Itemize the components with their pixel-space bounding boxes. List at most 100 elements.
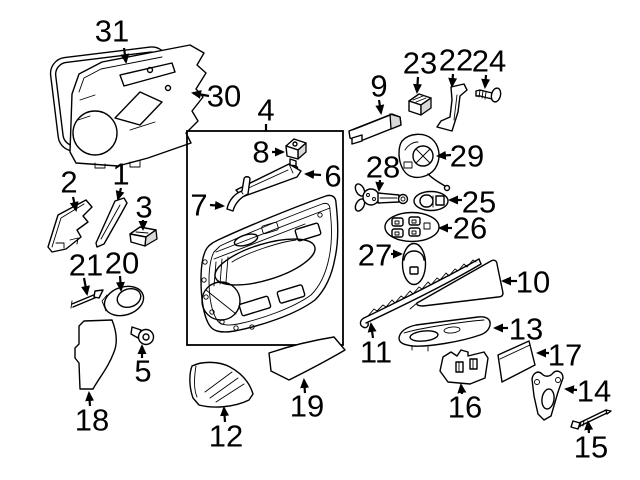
callout-30-arrow (191, 90, 210, 99)
part-21-drawing (70, 289, 104, 309)
part-4-door-trim-panel-drawing (200, 194, 339, 333)
callout-16: 16 (448, 383, 482, 425)
callout-10: 10 (501, 265, 550, 300)
callout-2: 2 (60, 165, 79, 212)
callout-20: 20 (105, 246, 139, 292)
part-7-drawing (226, 176, 251, 212)
callout-1-arrow (115, 187, 125, 201)
callout-26-label: 26 (453, 211, 487, 246)
callout-3: 3 (135, 190, 153, 231)
part-25-drawing (413, 190, 449, 212)
callout-29-label: 29 (450, 139, 484, 174)
callout-8: 8 (252, 135, 285, 170)
callout-18: 18 (75, 391, 109, 438)
callout-20-label: 20 (105, 246, 139, 281)
part-18-drawing (74, 319, 117, 390)
callout-18-label: 18 (75, 403, 109, 438)
callout-1-label: 1 (112, 157, 129, 192)
part-26-drawing (384, 211, 440, 243)
callout-11-label: 11 (360, 335, 392, 370)
callout-6-arrow (304, 170, 322, 180)
part-14-drawing (531, 370, 564, 421)
part-27-drawing (401, 242, 427, 286)
part-20-drawing (101, 285, 145, 317)
callout-7-label: 7 (190, 188, 207, 223)
callout-4-label: 4 (257, 93, 274, 128)
part-9-drawing (348, 113, 402, 145)
callout-14-label: 14 (577, 374, 611, 409)
callout-24-label: 24 (472, 44, 506, 79)
callout-20-arrow (115, 275, 125, 292)
callout-10-label: 10 (516, 265, 550, 300)
callout-28-label: 28 (366, 150, 400, 185)
callout-3-label: 3 (135, 190, 152, 225)
callout-9-arrow (375, 99, 385, 115)
callout-28-arrow (375, 179, 385, 192)
callout-30: 30 (191, 79, 241, 114)
callout-2-label: 2 (60, 165, 77, 200)
callout-14-arrow (564, 385, 578, 395)
part-22-drawing (436, 83, 468, 132)
callout-23: 23 (403, 46, 437, 94)
part-16-drawing (439, 349, 489, 385)
part-11-drawing (359, 258, 482, 329)
callout-21-arrow (81, 277, 90, 296)
callout-29: 29 (436, 139, 484, 174)
part-10-drawing (409, 259, 504, 310)
callout-14: 14 (564, 374, 611, 409)
callout-30-label: 30 (207, 79, 241, 114)
part-5-drawing (130, 326, 155, 346)
callout-23-label: 23 (403, 46, 437, 81)
part-8-drawing (285, 138, 307, 172)
part-23-drawing (408, 93, 432, 116)
callout-29-arrow (436, 150, 452, 160)
callout-16-arrow (457, 383, 467, 395)
part-17-drawing (497, 340, 536, 383)
callout-4: 4 (257, 93, 275, 131)
callout-6: 6 (304, 159, 342, 194)
callout-27: 27 (358, 238, 403, 273)
callout-13: 13 (493, 312, 543, 347)
part-13-drawing (398, 316, 491, 352)
callout-19: 19 (290, 378, 324, 424)
callout-18-arrow (85, 391, 95, 407)
callout-25-label: 25 (462, 185, 496, 220)
callout-7: 7 (190, 188, 225, 223)
callout-5: 5 (134, 344, 152, 389)
callout-19-label: 19 (290, 389, 324, 424)
callout-11: 11 (360, 322, 392, 370)
part-1-drawing (95, 197, 128, 248)
callout-6-label: 6 (324, 159, 341, 194)
callout-26: 26 (438, 211, 487, 246)
callout-13-label: 13 (509, 312, 543, 347)
callout-24-arrow (481, 74, 491, 89)
callout-8-label: 8 (252, 135, 269, 170)
callout-22-label: 22 (439, 43, 473, 78)
callout-22: 22 (439, 43, 473, 88)
callout-19-arrow (300, 378, 310, 394)
callout-31-arrow (120, 47, 130, 64)
part-24-drawing (475, 87, 502, 103)
callout-9: 9 (370, 69, 388, 115)
part-12-drawing (189, 361, 254, 408)
part-3-drawing (129, 226, 158, 247)
part-29-drawing (398, 133, 451, 192)
callout-21-label: 21 (69, 248, 103, 283)
callout-23-arrow (413, 76, 423, 94)
callout-9-label: 9 (370, 69, 387, 104)
callout-7-arrow (209, 200, 225, 210)
callout-27-label: 27 (358, 238, 392, 273)
part-28-drawing (354, 183, 409, 212)
part-30-inner-panel-drawing (69, 44, 207, 169)
callout-15: 15 (574, 420, 608, 465)
callout-24: 24 (472, 44, 506, 89)
callout-31-label: 31 (95, 14, 129, 49)
callout-28: 28 (366, 150, 400, 192)
callout-11-arrow (367, 322, 377, 339)
part-19-drawing (268, 336, 346, 381)
callout-25: 25 (448, 185, 496, 220)
part-2-drawing (47, 199, 93, 253)
part-15-drawing (570, 409, 612, 430)
